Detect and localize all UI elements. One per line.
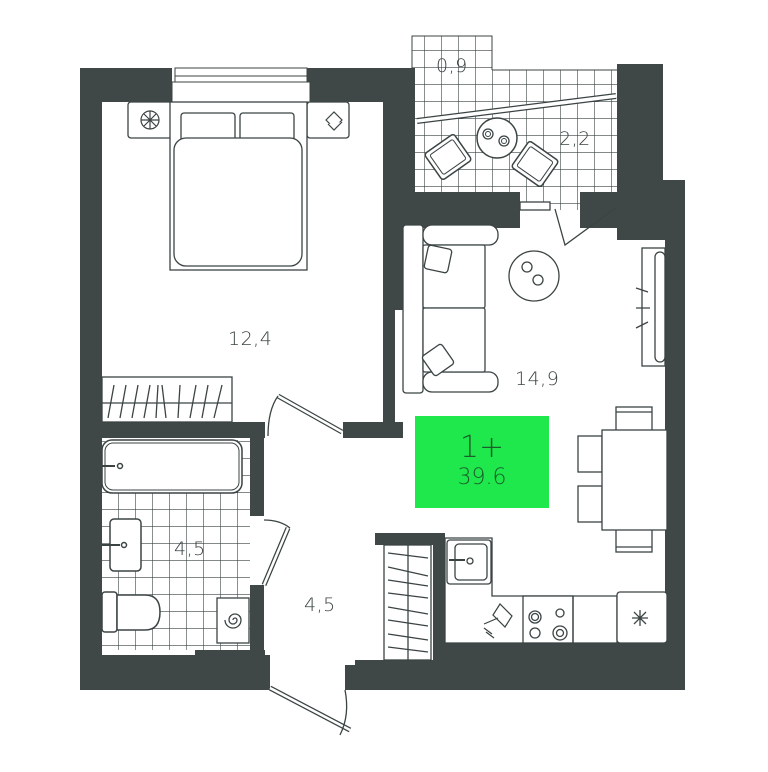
balcony-floor: [411, 35, 624, 210]
room-area-bathroom: 4,5: [174, 538, 206, 560]
summary-badge: 1+ 39.6: [415, 416, 549, 508]
room-area-balcony-small: 0,9: [436, 55, 468, 77]
bed: [127, 101, 350, 271]
coffee-table: [508, 250, 560, 302]
room-area-balcony: 2,2: [559, 128, 591, 150]
washing-machine: [216, 597, 250, 644]
bedroom-wardrobe: [101, 376, 233, 423]
bedroom-door: [267, 393, 344, 437]
bathroom-door: [261, 519, 291, 586]
cutting-board-icon: [483, 603, 513, 639]
summary-total-area: 39.6: [457, 465, 507, 490]
fridge-snowflake-icon: [632, 610, 648, 626]
balcony-door: [519, 201, 618, 247]
walls: [80, 64, 685, 690]
kitchen-counter: [444, 537, 668, 644]
bedroom-window: [171, 67, 311, 103]
bathtub: [101, 439, 243, 494]
room-area-hallway: 4,5: [304, 594, 336, 616]
fan-icon: [140, 110, 160, 130]
sofa: [402, 224, 499, 394]
dining-table: [577, 406, 668, 553]
summary-rooms: 1+: [459, 430, 505, 465]
summary-badge-bg: [415, 416, 549, 508]
tv-unit: [635, 247, 666, 367]
bathroom-sink: [102, 518, 142, 572]
hallway-wardrobe: [383, 544, 432, 661]
room-area-living-kitchen: 14,9: [515, 368, 560, 390]
books-icon: [325, 111, 343, 131]
entrance-door: [268, 685, 352, 736]
toilet: [101, 591, 161, 633]
room-area-bedroom: 12,4: [228, 328, 273, 350]
